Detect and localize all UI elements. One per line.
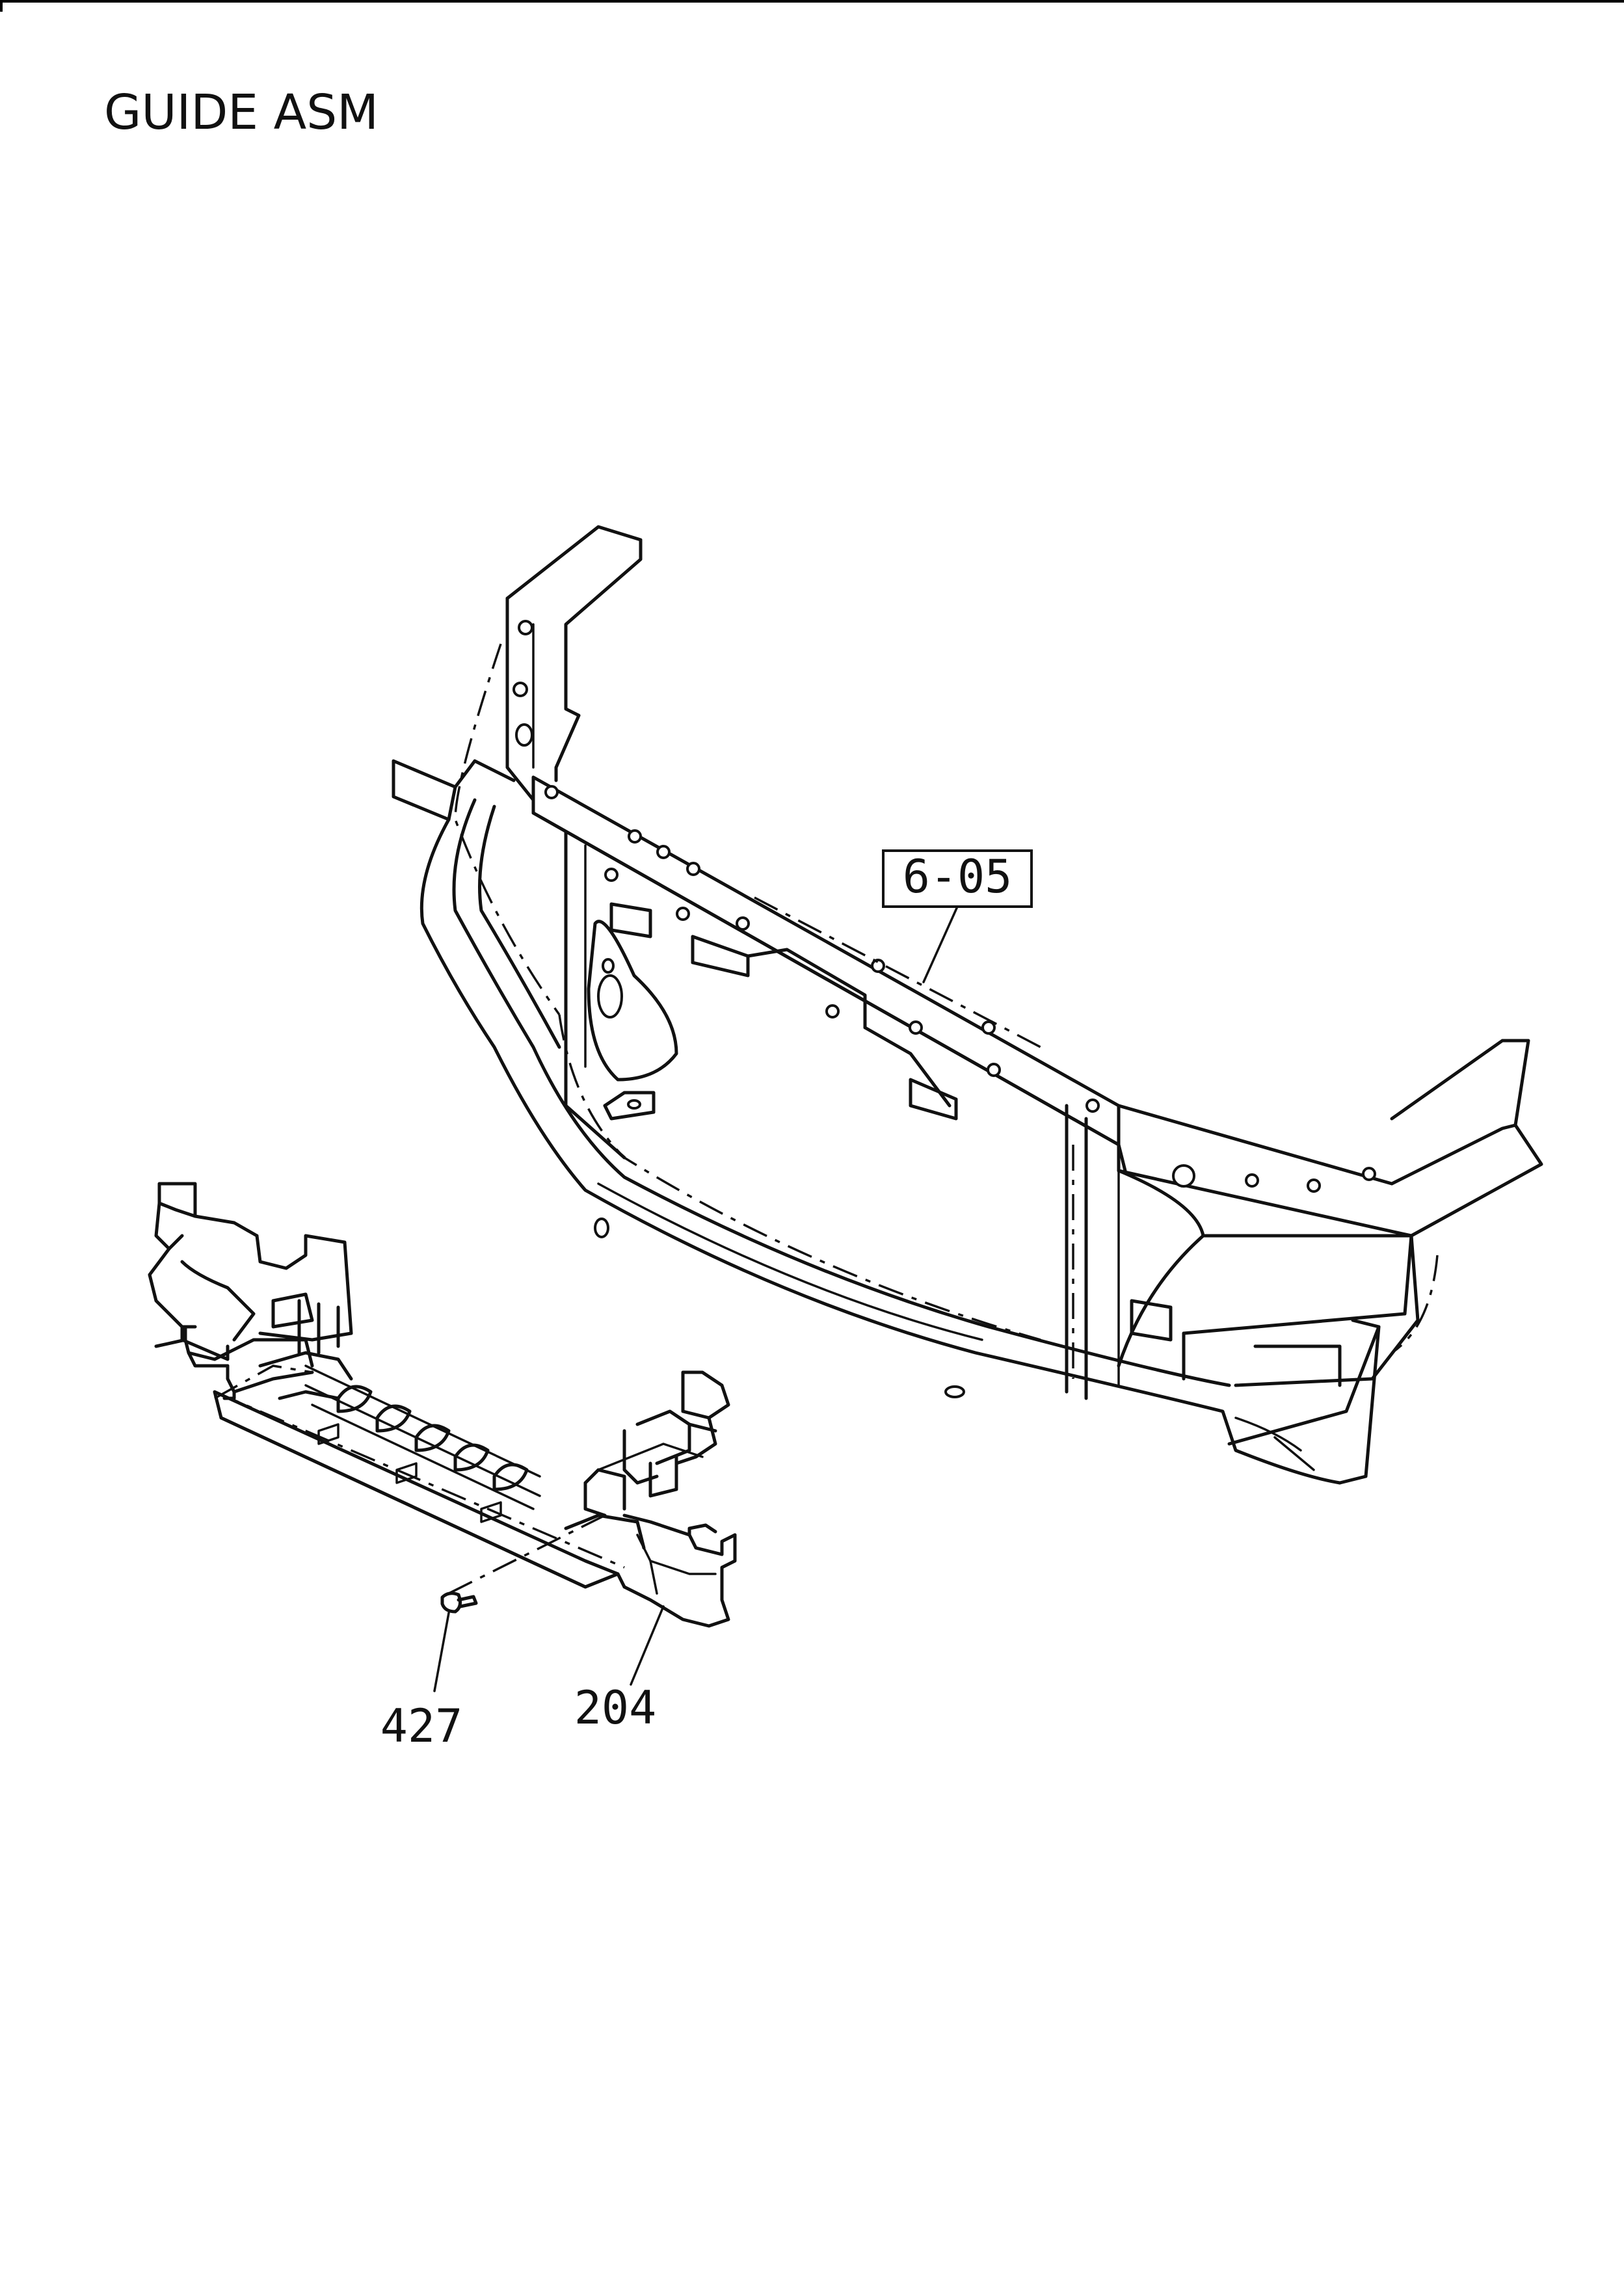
part-number-204: 204 [574,1681,656,1735]
top-border-line [0,0,1624,7]
guide-assembly [148,1182,737,1628]
corner-tick [0,0,3,12]
part-number-427: 427 [380,1699,462,1753]
screw-part-427 [440,1591,478,1614]
leader-line-204 [630,1605,665,1686]
reference-callout: 6-05 [882,849,1033,983]
reference-leader-line [922,905,959,983]
reference-box [882,849,1033,908]
leader-line-427 [433,1612,450,1692]
reference-label: 6-05 [903,850,1013,903]
page-title: GUIDE ASM [104,85,379,140]
part-callouts: 427 204 [380,1605,665,1753]
radiator-support-frame [392,525,1543,1485]
